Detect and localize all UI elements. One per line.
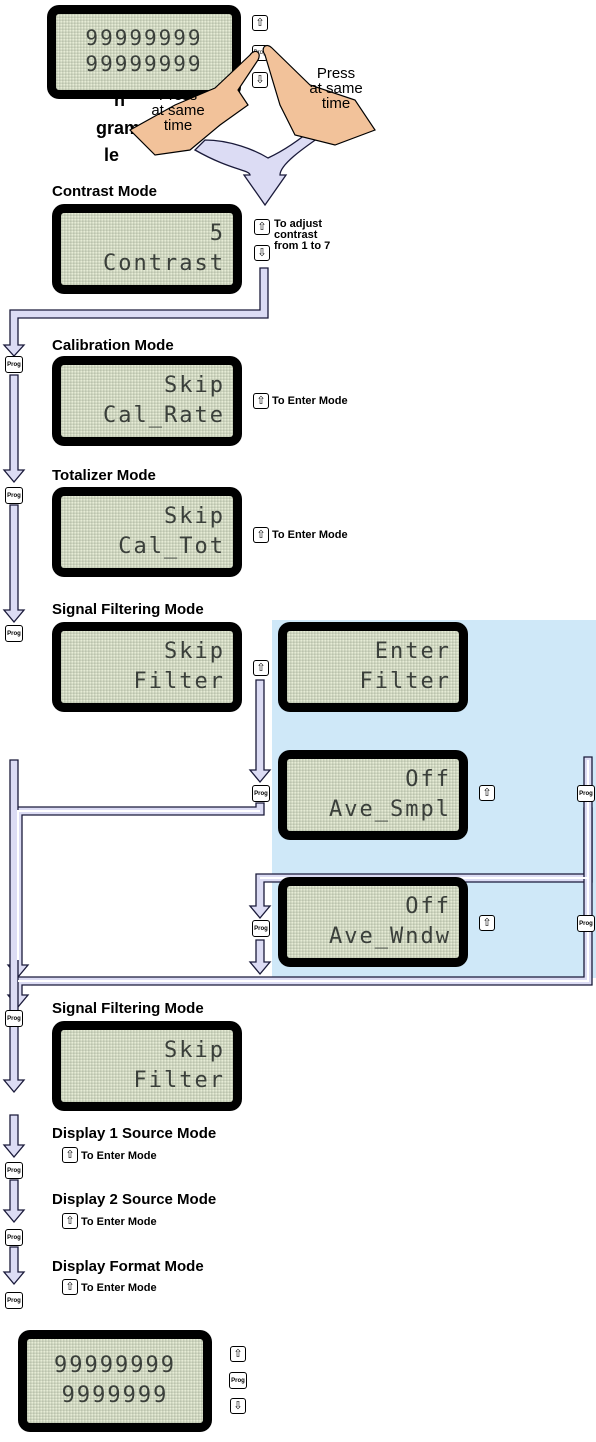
contrast-title: Contrast Mode	[52, 183, 157, 200]
prog-key-filtering[interactable]: Prog	[5, 625, 23, 642]
filter-skip-display: Skip Filter	[52, 622, 242, 712]
filter-skip-line-2: Filter	[69, 669, 225, 694]
display1-title: Display 1 Source Mode	[52, 1125, 216, 1142]
arrow-format-to-end	[4, 1247, 24, 1284]
arrow-wndw-down	[250, 940, 270, 974]
calibration-line-2: Cal_Rate	[69, 403, 225, 428]
totalizer-title: Totalizer Mode	[52, 467, 156, 484]
format-title: Display Format Mode	[52, 1258, 204, 1275]
filter-up-key[interactable]: ⇧	[253, 660, 269, 676]
format-up-key[interactable]: ⇧	[62, 1279, 78, 1295]
display2-note: To Enter Mode	[81, 1217, 157, 1228]
final-prog-key[interactable]: Prog	[229, 1372, 247, 1389]
intro-up-key[interactable]: ⇧	[252, 15, 268, 31]
arrow-d1-to-d2	[4, 1115, 24, 1157]
arrow-cal-to-tot	[4, 375, 24, 482]
prog-key-wndw[interactable]: Prog	[252, 920, 270, 937]
arrow-smpl-to-rail	[8, 803, 264, 977]
filtering-title: Signal Filtering Mode	[52, 601, 204, 618]
prog-key-smpl[interactable]: Prog	[252, 785, 270, 802]
final-line-2: 9999999	[35, 1383, 195, 1408]
filtering2-title: Signal Filtering Mode	[52, 1000, 204, 1017]
prog-key-right-2[interactable]: Prog	[577, 915, 595, 932]
display1-up-key[interactable]: ⇧	[62, 1147, 78, 1163]
calibration-up-key[interactable]: ⇧	[253, 393, 269, 409]
totalizer-display: Skip Cal_Tot	[52, 487, 242, 577]
display1-note: To Enter Mode	[81, 1151, 157, 1162]
ave-smpl-up-key[interactable]: ⇧	[479, 785, 495, 801]
ave-wndw-display: Off Ave_Wndw	[278, 877, 468, 967]
final-up-key[interactable]: ⇧	[230, 1346, 246, 1362]
calibration-note: To Enter Mode	[272, 396, 348, 407]
ave-smpl-line-1: Off	[295, 767, 451, 792]
arrow-d2-to-format	[4, 1180, 24, 1222]
totalizer-note: To Enter Mode	[272, 530, 348, 541]
prog-key-calibration[interactable]: Prog	[5, 356, 23, 373]
format-note: To Enter Mode	[81, 1283, 157, 1294]
calibration-line-1: Skip	[69, 373, 225, 398]
contrast-up-key[interactable]: ⇧	[254, 219, 270, 235]
ave-wndw-line-1: Off	[295, 894, 451, 919]
filter-skip-line-1: Skip	[69, 639, 225, 664]
arrow-tot-to-filter	[4, 505, 24, 622]
contrast-line-1: 5	[69, 221, 225, 246]
totalizer-up-key[interactable]: ⇧	[253, 527, 269, 543]
filter-enter-line-1: Enter	[295, 639, 451, 664]
totalizer-line-1: Skip	[69, 504, 225, 529]
prog-key-display1[interactable]: Prog	[5, 1162, 23, 1179]
prog-key-right-1[interactable]: Prog	[577, 785, 595, 802]
filter2-display: Skip Filter	[52, 1021, 242, 1111]
final-down-key[interactable]: ⇩	[230, 1398, 246, 1414]
filter2-line-1: Skip	[69, 1038, 225, 1063]
ave-smpl-display: Off Ave_Smpl	[278, 750, 468, 840]
totalizer-line-2: Cal_Tot	[69, 534, 225, 559]
ave-wndw-line-2: Ave_Wndw	[295, 924, 451, 949]
prog-key-format[interactable]: Prog	[5, 1292, 23, 1309]
calibration-display: Skip Cal_Rate	[52, 356, 242, 446]
contrast-line-2: Contrast	[69, 251, 225, 276]
ave-smpl-line-2: Ave_Smpl	[295, 797, 451, 822]
prog-key-display2[interactable]: Prog	[5, 1229, 23, 1246]
final-display: 99999999 9999999	[18, 1330, 212, 1432]
ave-wndw-up-key[interactable]: ⇧	[479, 915, 495, 931]
arrow-skip-down	[250, 680, 270, 782]
filter-enter-line-2: Filter	[295, 669, 451, 694]
calibration-title: Calibration Mode	[52, 337, 174, 354]
filter2-line-2: Filter	[69, 1068, 225, 1093]
prog-key-filtering-2[interactable]: Prog	[5, 1010, 23, 1027]
contrast-down-key[interactable]: ⇩	[254, 245, 270, 261]
final-line-1: 99999999	[35, 1353, 195, 1378]
filter-enter-display: Enter Filter	[278, 622, 468, 712]
display2-up-key[interactable]: ⇧	[62, 1213, 78, 1229]
prog-key-totalizer[interactable]: Prog	[5, 487, 23, 504]
contrast-display: 5 Contrast	[52, 204, 242, 294]
side-heading-3: le	[104, 145, 119, 166]
display2-title: Display 2 Source Mode	[52, 1191, 216, 1208]
